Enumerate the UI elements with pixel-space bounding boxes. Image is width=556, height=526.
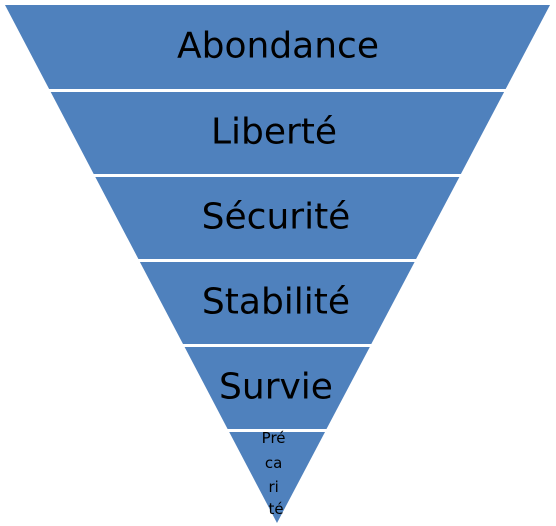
level-stabilite-band	[139, 262, 415, 344]
precarite-line-1: Pré	[262, 429, 286, 447]
level-abondance-label: Abondance	[177, 26, 379, 67]
level-securite-band	[95, 177, 460, 259]
precarite-line-2: ca	[265, 454, 282, 472]
level-liberte-label: Liberté	[211, 112, 337, 153]
level-securite-label: Sécurité	[202, 197, 351, 238]
precarite-line-4: té	[268, 500, 283, 518]
level-liberte-band	[50, 92, 505, 174]
level-stabilite-label: Stabilité	[202, 282, 350, 323]
level-precarite-label: Pré ca ri té	[262, 429, 291, 518]
pyramid-labels: Abondance Liberté Sécurité Stabilité Sur…	[177, 26, 379, 519]
level-survie-band	[184, 347, 370, 429]
level-abondance-band	[5, 5, 550, 89]
pyramid-bands	[5, 5, 550, 523]
level-precarite-band	[229, 432, 325, 523]
precarite-line-3: ri	[268, 478, 278, 496]
level-survie-label: Survie	[219, 367, 333, 408]
